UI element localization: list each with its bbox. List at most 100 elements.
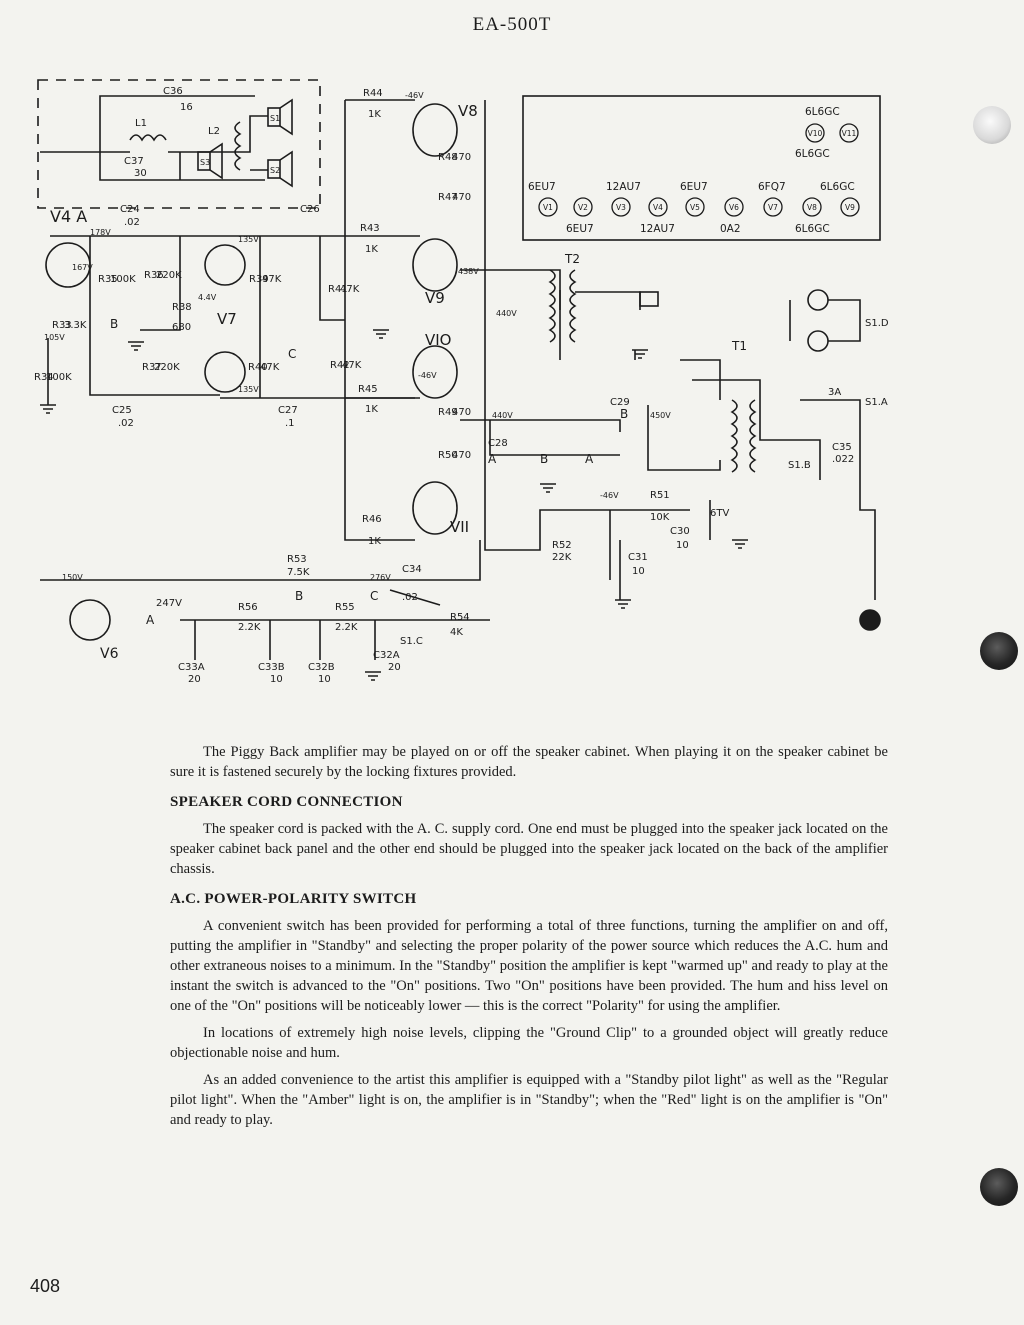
comp-r52: R52: [552, 540, 572, 551]
label-v11: VII: [450, 518, 469, 536]
comp-c33a: C33A: [178, 662, 205, 673]
inductor-l1: [129, 134, 167, 142]
tube-v6: [69, 599, 111, 641]
pilot-light-standby: [807, 289, 829, 311]
comp-c25: C25: [112, 405, 132, 416]
marker-a-3: A: [585, 452, 594, 466]
binder-hole-bottom: [980, 1168, 1018, 1206]
comp-s1c: S1.C: [400, 636, 423, 647]
heading-speaker-cord: SPEAKER CORD CONNECTION: [170, 794, 403, 810]
volt-m46-3: -46V: [600, 491, 619, 500]
speaker-s2: [267, 159, 281, 179]
inductor-l2: [234, 121, 242, 171]
comp-c27: C27: [278, 405, 298, 416]
comp-r53v: 7.5K: [287, 567, 310, 578]
tube-layout-box: [522, 95, 881, 241]
comp-r55: R55: [335, 602, 355, 613]
legend-lower-3: 0A2: [720, 223, 741, 235]
label-v4a: V4 A: [50, 207, 87, 226]
comp-r35: R35: [98, 274, 118, 285]
comp-c30: C30: [670, 526, 690, 537]
paragraph-polarity-switch: A convenient switch has been provided fo…: [170, 918, 888, 1014]
volt-438: 438V: [458, 267, 479, 276]
comp-c37v: 30: [134, 168, 147, 179]
legend-upper-5: 6L6GC: [820, 181, 855, 193]
comp-l1: L1: [135, 118, 147, 129]
volt-150: 150V: [62, 573, 83, 582]
comp-r49v: 470: [452, 407, 471, 418]
legend-upper-2: 12AU7: [606, 181, 641, 193]
volt-4v4: 4.4V: [198, 293, 217, 302]
ac-plug: [859, 609, 881, 631]
comp-c33bv: 10: [270, 674, 283, 685]
volt-247: 247V: [156, 598, 182, 609]
comp-r50v: 470: [452, 450, 471, 461]
comp-r48v: 470: [452, 152, 471, 163]
label-v9: V9: [425, 289, 445, 307]
comp-c34: C34: [402, 564, 422, 575]
speaker-s1: [267, 107, 281, 127]
comp-c31: C31: [628, 552, 648, 563]
paragraph-speaker-cord: The speaker cord is packed with the A. C…: [170, 821, 888, 877]
legend-upper-4: 6FQ7: [758, 181, 786, 193]
transformer-t2-secondary: [569, 269, 577, 343]
comp-s1b: S1.B: [788, 460, 811, 471]
speaker-s3: [197, 151, 211, 171]
label-v10: VIO: [425, 331, 452, 349]
comp-r45v: 1K: [365, 404, 378, 415]
legend-top-2: 6L6GC: [795, 148, 830, 160]
binder-hole-top: [973, 106, 1011, 144]
comp-r39: R39: [249, 274, 269, 285]
comp-r33: R33: [52, 320, 72, 331]
tube-circle-v3: V3: [616, 203, 626, 212]
comp-r38v: 680: [172, 322, 191, 333]
comp-r46: R46: [362, 514, 382, 525]
tube-circle-v6: V6: [729, 203, 739, 212]
tube-circle-v5: V5: [690, 203, 700, 212]
comp-c33av: 20: [188, 674, 201, 685]
volt-178: 178V: [90, 228, 111, 237]
page-number: 408: [30, 1276, 61, 1296]
comp-s1d: S1.D: [865, 318, 889, 329]
comp-c30v: 10: [676, 540, 689, 551]
comp-r41v: 47K: [340, 284, 360, 295]
comp-r34v: 100K: [46, 372, 72, 383]
comp-r52v: 22K: [552, 552, 572, 563]
comp-c32av: 20: [388, 662, 401, 673]
comp-r51: R51: [650, 490, 670, 501]
tube-circle-v8: V8: [807, 203, 817, 212]
label-v6: V6: [100, 646, 119, 662]
comp-r47v: 470: [452, 192, 471, 203]
legend-upper-3: 6EU7: [680, 181, 708, 193]
comp-s3: S3: [200, 158, 210, 167]
label-v7: V7: [217, 310, 237, 328]
tube-v7-upper: [204, 244, 246, 286]
comp-c36: C36: [163, 86, 183, 97]
volt-440-1: 440V: [496, 309, 517, 318]
transformer-t2-primary: [548, 269, 556, 343]
comp-s1a: S1.A: [865, 397, 888, 408]
tube-v8: [412, 103, 458, 157]
comp-c28: C28: [488, 438, 508, 449]
comp-c24: C24: [120, 204, 140, 215]
tube-v7-lower: [204, 351, 246, 393]
comp-c34v: .02: [402, 592, 418, 603]
marker-c-1: C: [288, 347, 296, 361]
comp-r51v: 10K: [650, 512, 670, 523]
comp-r55v: 2.2K: [335, 622, 358, 633]
comp-s2: S2: [270, 166, 280, 175]
comp-r44v: 1K: [368, 109, 381, 120]
volt-276: 276V: [370, 573, 391, 582]
volt-135-2: 135V: [238, 385, 259, 394]
comp-c33b: C33B: [258, 662, 285, 673]
comp-c25v: .02: [118, 418, 134, 429]
jack: [639, 291, 659, 307]
tube-circle-v11: V11: [842, 129, 857, 138]
tube-circle-v10: V10: [808, 129, 823, 138]
marker-b-1: B: [110, 317, 118, 331]
comp-c27v: .1: [285, 418, 295, 429]
tube-circle-v9: V9: [845, 203, 855, 212]
transformer-t1-secondary: [749, 399, 757, 473]
comp-c32a: C32A: [373, 650, 400, 661]
tube-circle-v4: V4: [653, 203, 663, 212]
